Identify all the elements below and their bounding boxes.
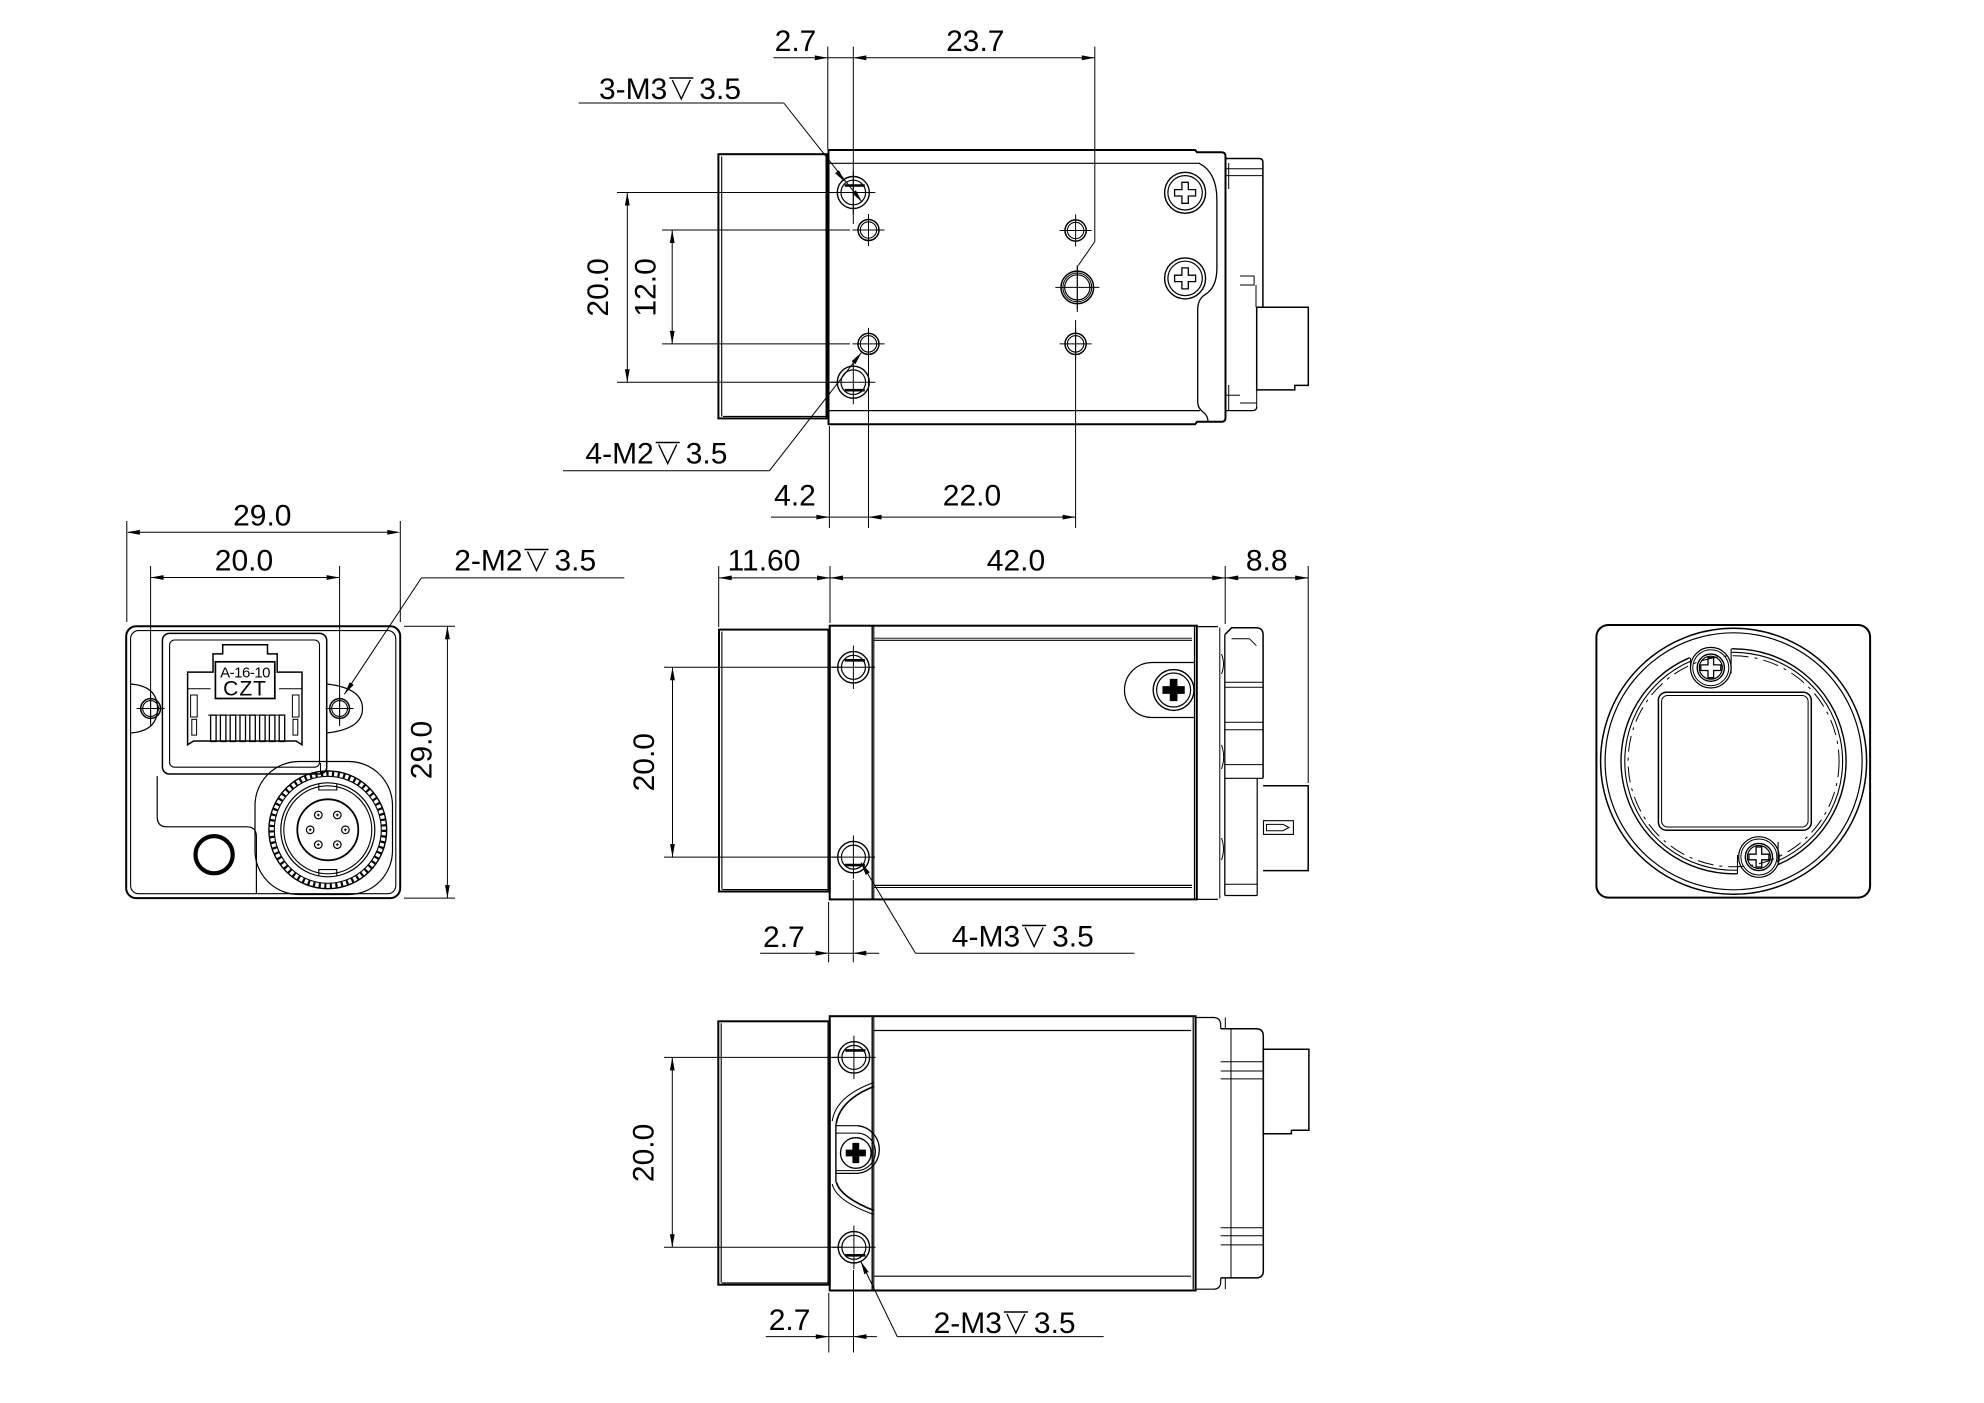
svg-text:8.8: 8.8 xyxy=(1246,544,1288,577)
svg-text:22.0: 22.0 xyxy=(943,480,1001,513)
svg-text:2.7: 2.7 xyxy=(769,1304,811,1337)
svg-text:2.7: 2.7 xyxy=(775,25,817,58)
svg-text:20.0: 20.0 xyxy=(628,733,661,791)
svg-text:2-M2: 2-M2 xyxy=(454,545,522,578)
svg-text:2-M3: 2-M3 xyxy=(934,1307,1002,1340)
svg-text:4-M2: 4-M2 xyxy=(585,438,653,471)
svg-text:42.0: 42.0 xyxy=(987,544,1045,577)
svg-text:3.5: 3.5 xyxy=(699,73,741,106)
svg-text:2.7: 2.7 xyxy=(763,921,805,954)
svg-text:20.0: 20.0 xyxy=(582,258,615,316)
svg-text:29.0: 29.0 xyxy=(405,721,438,779)
svg-text:A-16-10: A-16-10 xyxy=(220,665,270,682)
svg-text:3.5: 3.5 xyxy=(686,438,728,471)
svg-text:4.2: 4.2 xyxy=(774,480,816,513)
svg-text:12.0: 12.0 xyxy=(630,258,663,316)
svg-text:11.60: 11.60 xyxy=(728,544,801,577)
svg-text:3.5: 3.5 xyxy=(555,545,597,578)
svg-text:CZT: CZT xyxy=(223,678,267,701)
svg-text:20.0: 20.0 xyxy=(215,545,273,578)
svg-text:3.5: 3.5 xyxy=(1052,921,1094,954)
svg-text:3-M3: 3-M3 xyxy=(599,73,667,106)
svg-text:29.0: 29.0 xyxy=(233,500,291,533)
svg-text:3.5: 3.5 xyxy=(1034,1307,1076,1340)
svg-text:20.0: 20.0 xyxy=(627,1124,660,1182)
svg-text:4-M3: 4-M3 xyxy=(952,921,1020,954)
svg-text:23.7: 23.7 xyxy=(946,25,1004,58)
